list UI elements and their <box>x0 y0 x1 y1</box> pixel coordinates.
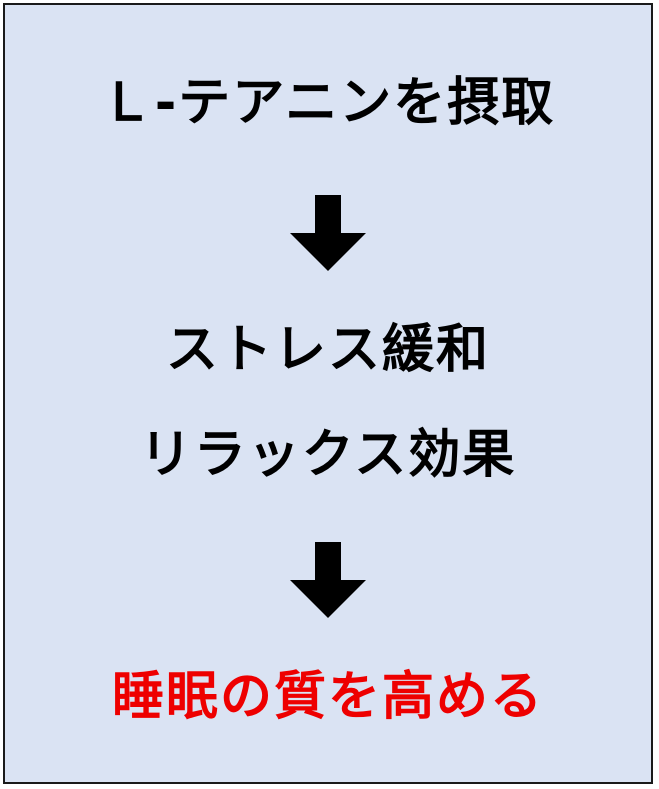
arrow-down-icon <box>290 542 366 618</box>
flow-diagram-frame: Ｌ-テアニンを摂取 ストレス緩和 リラックス効果 睡眠の質を高める <box>3 3 653 784</box>
step-effect-line2-text: リラックス効果 <box>139 425 517 485</box>
step-result-text: 睡眠の質を高める <box>111 667 544 727</box>
arrow-down-icon <box>290 195 366 271</box>
step-effect-line1-text: ストレス緩和 <box>165 320 490 380</box>
step-intake-text: Ｌ-テアニンを摂取 <box>100 73 556 133</box>
